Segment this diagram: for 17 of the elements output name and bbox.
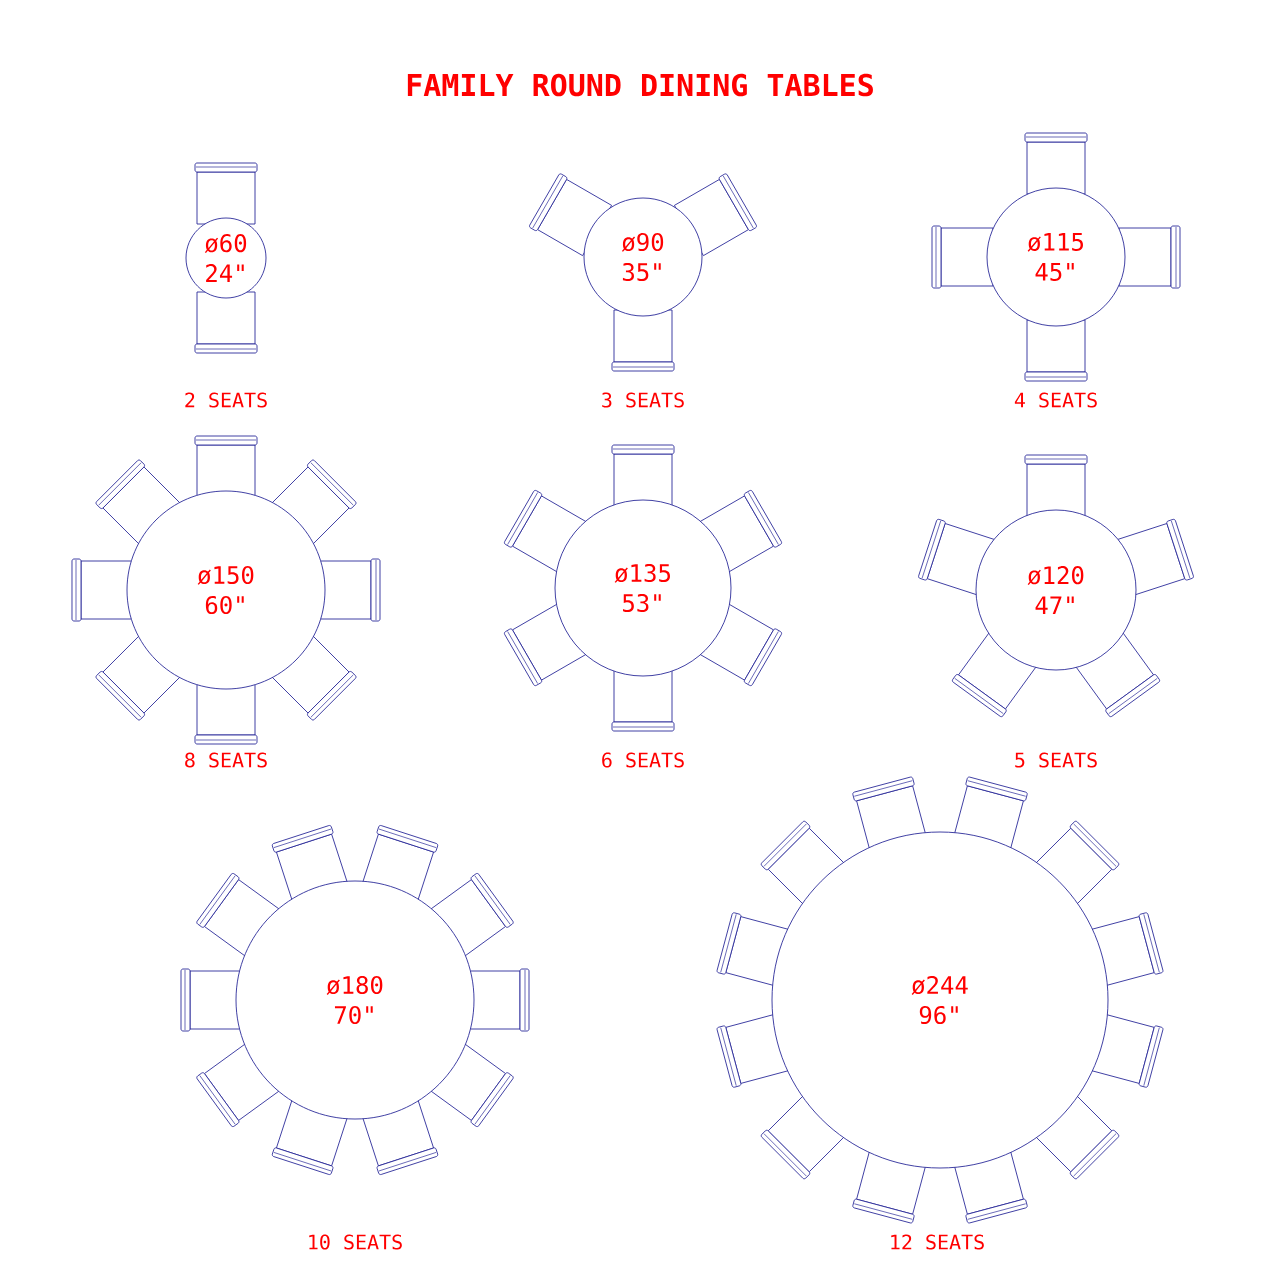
title: FAMILY ROUND DINING TABLES: [407, 73, 873, 97]
seat-count: 8 SEATS: [185, 752, 267, 768]
round-table: ø180 70": [235, 880, 475, 1120]
seat-count: 12 SEATS: [891, 1234, 984, 1250]
round-table: ø120 47": [975, 509, 1137, 671]
seat-count: 5 SEATS: [1015, 752, 1097, 768]
seat-count: 6 SEATS: [602, 752, 684, 768]
seat-count: 2 SEATS: [185, 392, 267, 408]
seat-count: 10 SEATS: [309, 1234, 402, 1250]
round-table: ø115 45": [986, 187, 1126, 327]
round-table: ø150 60": [126, 490, 326, 690]
seat-count: 3 SEATS: [602, 392, 684, 408]
seat-count: 4 SEATS: [1014, 392, 1097, 408]
round-table: ø135 53": [554, 499, 732, 677]
round-table: ø60 24": [185, 217, 267, 299]
round-table: ø90 35": [583, 197, 703, 317]
round-table: ø244 96": [771, 831, 1109, 1169]
